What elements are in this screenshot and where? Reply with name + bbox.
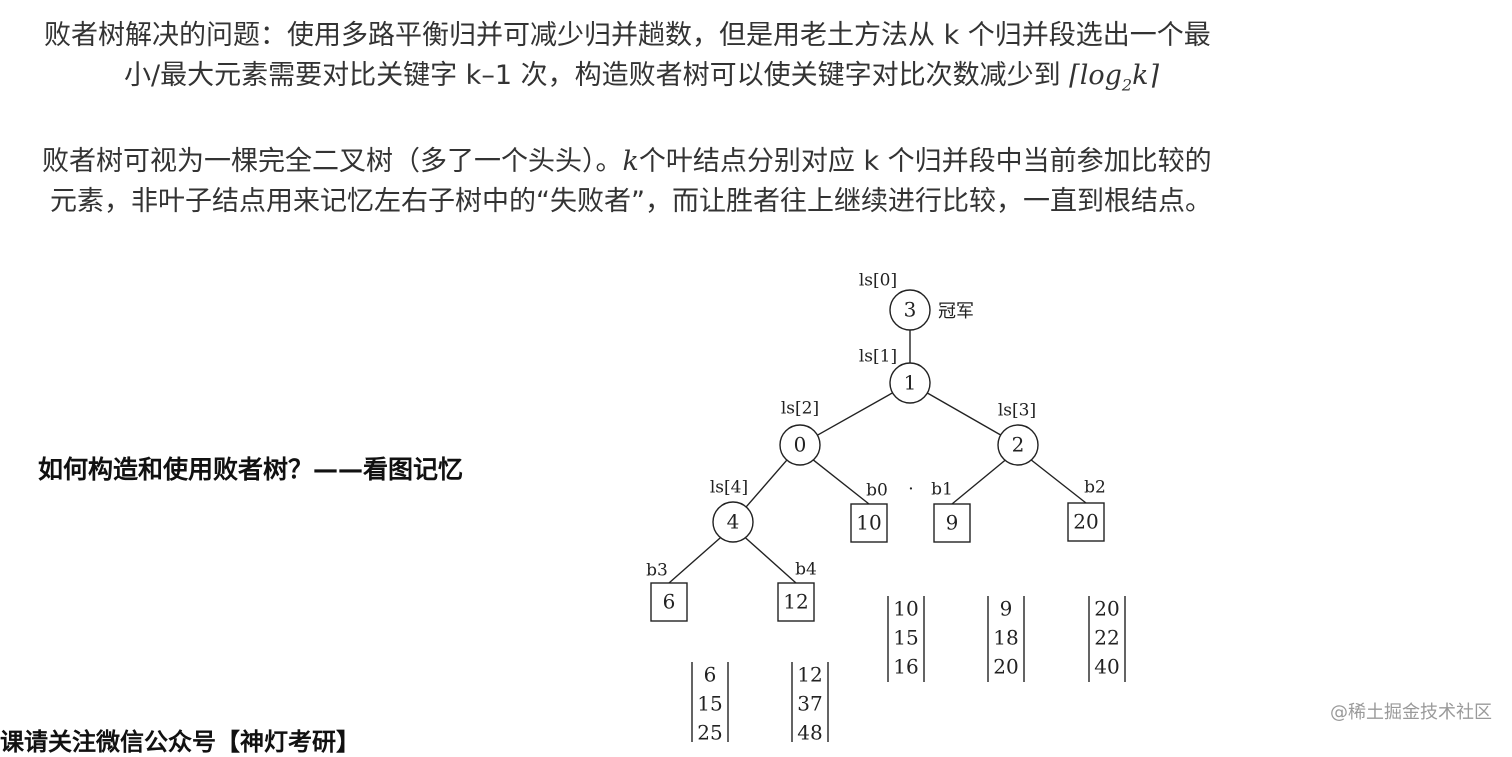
run-value-b4: 12: [797, 663, 822, 687]
tree-edge: [926, 392, 1002, 436]
node-label-ls4: ls[4]: [710, 478, 748, 498]
node-circle-ls4: [712, 501, 754, 543]
leaf-label-b1: b1: [931, 480, 953, 500]
leaf-box-b0: [850, 503, 888, 543]
node-label-ls2: ls[2]: [781, 399, 819, 419]
intro-paragraph: 败者树解决的问题：使用多路平衡归并可减少归并趟数，但是用老土方法从 k 个归并段…: [0, 16, 1512, 105]
run-value-b1: 20: [993, 655, 1018, 679]
formula-base: 2: [1121, 75, 1133, 95]
node-circle-ls2: [779, 424, 821, 466]
node-circle-ls3: [997, 424, 1039, 466]
leaf-label-b4: b4: [795, 560, 817, 580]
node-value-ls2: 0: [794, 433, 807, 457]
leaf-label-b3: b3: [646, 561, 668, 581]
node-circle-ls1: [889, 362, 931, 404]
run-value-b2: 22: [1094, 626, 1119, 650]
run-value-b4: 48: [797, 721, 822, 743]
leaf-label-b2: b2: [1084, 478, 1106, 498]
node-label-ls1: ls[1]: [859, 347, 897, 367]
leaf-box-b3: [650, 582, 688, 622]
tree-edge: [1030, 459, 1087, 504]
separator-dot: ·: [908, 480, 913, 500]
champion-label: 冠军: [938, 301, 974, 322]
node-value-ls0: 3: [904, 298, 917, 322]
ceil-left: ⌈: [1069, 60, 1080, 91]
node-circle-ls0: [889, 289, 931, 331]
definition-k-var: k: [622, 146, 639, 177]
run-value-b1: 18: [993, 626, 1018, 650]
how-to-question: 如何构造和使用败者树？——看图记忆: [38, 455, 464, 484]
definition-line-1-end: 个叶结点分别对应 k 个归并段中当前参加比较的: [638, 146, 1212, 177]
leaf-box-b4: [777, 582, 815, 622]
tree-edge: [744, 537, 797, 584]
run-value-b3: 25: [697, 721, 722, 743]
definition-line-1-start: 败者树可视为一棵完全二叉树（多了一个头头）。: [42, 146, 623, 177]
intro-line-2-text: 小/最大元素需要对比关键字 k–1 次，构造败者树可以使关键字对比次数减少到: [124, 60, 1061, 91]
run-value-b3: 15: [697, 692, 722, 716]
leaf-value-b4: 12: [783, 590, 808, 614]
formula-k: k: [1132, 60, 1149, 91]
node-value-ls3: 2: [1012, 433, 1025, 457]
definition-line-2: 元素，非叶子结点用来记忆左右子树中的“失败者”，而让胜者往上继续进行比较，一直到…: [50, 186, 1212, 217]
node-value-ls4: 4: [727, 510, 740, 534]
tree-edge: [951, 459, 1006, 505]
tree-edge: [668, 537, 721, 584]
run-value-b4: 37: [797, 692, 822, 716]
run-value-b0: 15: [893, 626, 918, 650]
node-label-ls0: ls[0]: [859, 271, 897, 291]
definition-paragraph: 败者树可视为一棵完全二叉树（多了一个头头）。k个叶结点分别对应 k 个归并段中当…: [0, 142, 1512, 222]
leaf-value-b3: 6: [663, 590, 676, 614]
footer-note: 课请关注微信公众号【神灯考研】: [0, 728, 360, 756]
leaf-value-b1: 9: [946, 511, 959, 535]
tree-edge: [745, 459, 788, 508]
run-value-b0: 10: [893, 597, 918, 621]
definition-line-1: 败者树可视为一棵完全二叉树（多了一个头头）。k个叶结点分别对应 k 个归并段中当…: [0, 142, 1512, 182]
leaf-label-b0: b0: [866, 481, 888, 501]
run-value-b1: 9: [1000, 597, 1013, 621]
run-value-b2: 40: [1094, 655, 1119, 679]
leaf-box-b2: [1067, 502, 1105, 542]
intro-line-2: 小/最大元素需要对比关键字 k–1 次，构造败者树可以使关键字对比次数减少到 ⌈…: [0, 56, 1512, 105]
run-value-b2: 20: [1094, 597, 1119, 621]
tree-edge: [812, 459, 870, 505]
node-label-ls3: ls[3]: [998, 401, 1036, 421]
formula-log: log: [1079, 60, 1122, 91]
tree-edge: [817, 392, 893, 436]
leaf-box-b1: [933, 503, 971, 543]
ceil-right: ⌉: [1148, 60, 1160, 91]
run-value-b3: 6: [704, 663, 717, 687]
node-value-ls1: 1: [904, 371, 917, 395]
intro-line-1: 败者树解决的问题：使用多路平衡归并可减少归并趟数，但是用老土方法从 k 个归并段…: [44, 20, 1211, 51]
run-value-b0: 16: [893, 655, 918, 679]
watermark: @稀土掘金技术社区: [1330, 702, 1492, 723]
leaf-value-b0: 10: [856, 511, 881, 535]
leaf-value-b2: 20: [1073, 510, 1098, 534]
log-formula: ⌈log2k⌉: [1069, 60, 1160, 95]
